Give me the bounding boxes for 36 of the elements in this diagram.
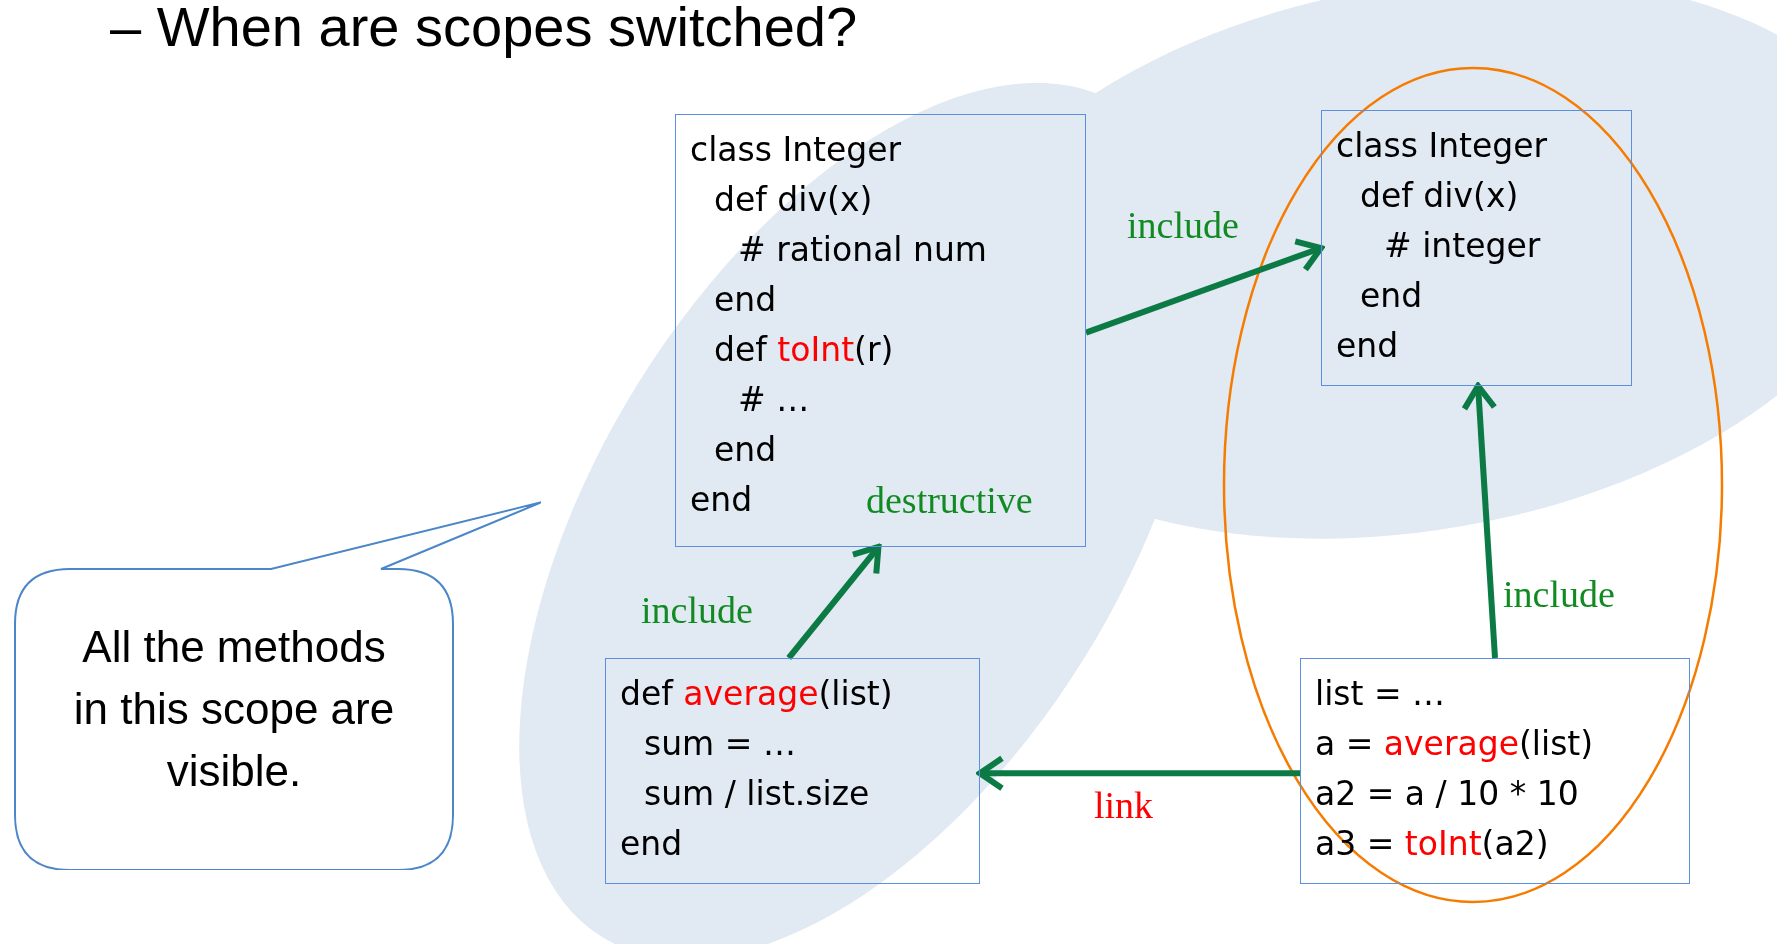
code-line: # … (738, 379, 810, 421)
code-line: def average(list) (620, 673, 893, 715)
code-line: def toInt(r) (714, 329, 894, 371)
arrow (1085, 238, 1324, 336)
code-box (1300, 658, 1690, 884)
code-line: end (1336, 325, 1399, 367)
code-line: end (690, 479, 753, 521)
annotation-text: destructive (866, 480, 1033, 522)
slide-title: – When are scopes switched? (110, 0, 858, 58)
code-line: a2 = a / 10 * 10 (1315, 773, 1579, 815)
code-line: class Integer (1336, 125, 1548, 167)
code-line: class Integer (690, 129, 902, 171)
code-line: sum / list.size (644, 773, 870, 815)
speech-bubble (14, 501, 541, 870)
code-box (675, 114, 1086, 547)
code-line: end (714, 429, 777, 471)
code-line: sum = … (644, 723, 796, 765)
code-line: end (1360, 275, 1423, 317)
code-line: a = average(list) (1315, 723, 1594, 765)
code-line: def div(x) (714, 179, 873, 221)
callout-text: All the methods in this scope are visible. (72, 621, 396, 797)
edge-label: include (1127, 205, 1239, 247)
edge-label: include (1503, 574, 1615, 616)
arrow (1461, 383, 1498, 659)
edge-label: include (641, 590, 753, 632)
arrow (786, 544, 882, 660)
code-box (1321, 110, 1632, 386)
edge-label: link (1094, 785, 1154, 827)
code-line: def div(x) (1360, 175, 1519, 217)
code-line: # rational num (738, 229, 987, 271)
code-line: end (620, 823, 683, 865)
code-box (605, 658, 980, 884)
arrow (977, 755, 1300, 792)
code-line: # integer (1384, 225, 1541, 267)
code-line: list = … (1315, 673, 1446, 715)
code-line: end (714, 279, 777, 321)
